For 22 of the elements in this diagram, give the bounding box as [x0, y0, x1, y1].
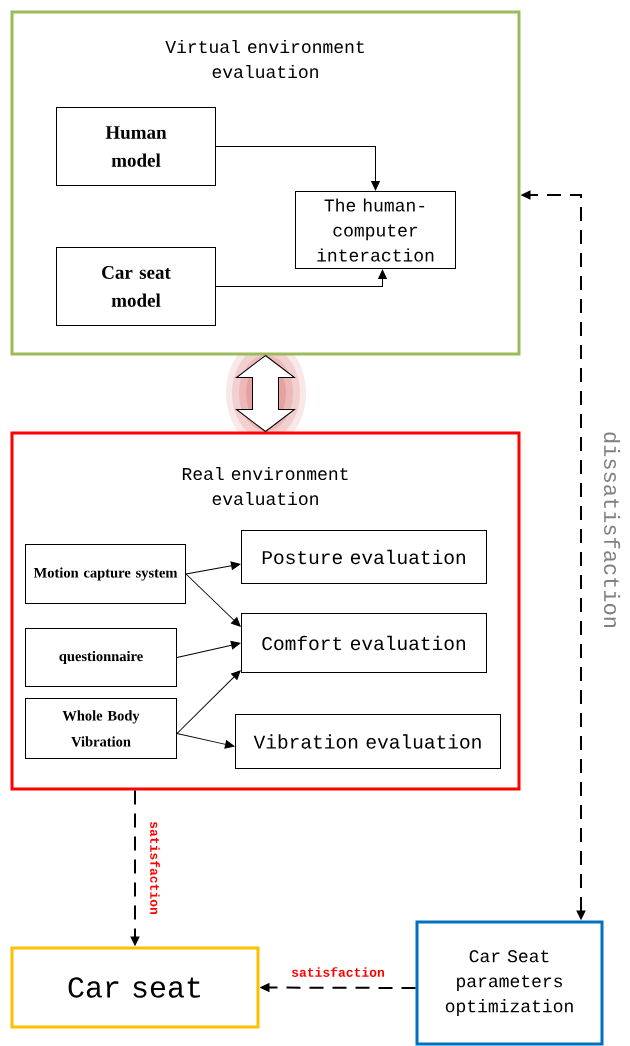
process-box: questionnaire	[25, 628, 177, 687]
process-box: The human-computer interaction	[295, 191, 456, 269]
arrow	[185, 561, 241, 575]
process-box: Whole Body Vibration	[25, 698, 177, 759]
arrow	[215, 269, 387, 287]
process-box: Car seat	[10, 946, 260, 1029]
process-box: Car Seat parameters optimization	[415, 920, 604, 1046]
arrow	[185, 573, 241, 627]
process-box: Comfort evaluation	[241, 613, 487, 673]
process-box: Posture evaluation	[241, 530, 487, 584]
edge-label: satisfaction	[290, 966, 386, 978]
process-box: Human model	[56, 107, 216, 186]
arrow	[176, 640, 241, 658]
process-box: Car seat model	[56, 247, 216, 326]
process-box: Vibration evaluation	[235, 714, 501, 769]
edge-label: satisfaction	[149, 820, 161, 916]
process-box: Motion capture system	[25, 544, 186, 604]
arrow	[215, 146, 380, 191]
arrow	[176, 670, 241, 734]
double-block-arrow	[236, 355, 295, 432]
arrow	[176, 733, 235, 749]
edge-label: dissatisfaction	[602, 430, 622, 630]
